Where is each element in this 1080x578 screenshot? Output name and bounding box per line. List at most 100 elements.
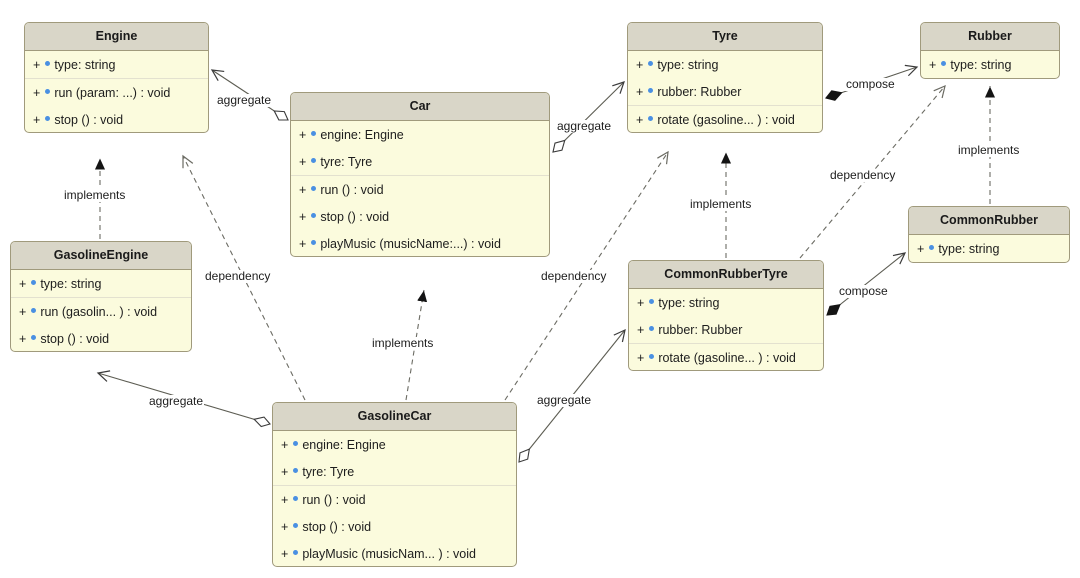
member-text: type: string bbox=[938, 241, 1000, 256]
attributes-section-engine: +type: string bbox=[25, 51, 208, 78]
relation-label-commonrubbertyre-tyre: implements bbox=[689, 197, 753, 211]
visibility-marker: + bbox=[637, 350, 645, 365]
relation-label-gasolinecar-engine: dependency bbox=[204, 269, 272, 283]
member-text: run () : void bbox=[320, 182, 384, 197]
member-text: playMusic (musicName:...) : void bbox=[320, 236, 501, 251]
member-row: +stop () : void bbox=[291, 203, 549, 230]
relation-label-car-engine: aggregate bbox=[216, 93, 273, 107]
operations-section-engine: + run (param: ...) : void +stop () : void bbox=[25, 78, 208, 132]
member-bullet-icon bbox=[45, 61, 51, 66]
member-row: + tyre: Tyre bbox=[273, 458, 516, 485]
uml-class-common-rubber-tyre[interactable]: CommonRubberTyre+type: string+rubber: Ru… bbox=[628, 260, 824, 371]
visibility-marker: + bbox=[281, 519, 289, 534]
member-row: +type: string bbox=[25, 51, 208, 78]
member-bullet-icon bbox=[649, 299, 655, 304]
member-bullet-icon bbox=[311, 213, 317, 218]
class-title-engine: Engine bbox=[25, 23, 208, 51]
relation-label-commonrubbertyre-commonrubber: compose bbox=[838, 284, 889, 298]
member-bullet-icon bbox=[31, 335, 37, 340]
visibility-marker: + bbox=[636, 112, 644, 127]
visibility-marker: + bbox=[636, 57, 644, 72]
visibility-marker: + bbox=[636, 84, 644, 99]
member-text: rubber: Rubber bbox=[657, 84, 742, 99]
member-bullet-icon bbox=[293, 441, 299, 446]
operations-section-gasoline-car: +run () : void+stop () : void+playMusic … bbox=[273, 485, 516, 566]
member-bullet-icon bbox=[929, 245, 935, 250]
member-bullet-icon bbox=[648, 88, 654, 93]
member-text: type: string bbox=[950, 57, 1012, 72]
relation-label-gasolinecar-commonrubbertyre: aggregate bbox=[536, 393, 593, 407]
visibility-marker: + bbox=[917, 241, 925, 256]
member-bullet-icon bbox=[649, 326, 655, 331]
member-row: +type: string bbox=[629, 289, 823, 316]
member-row: +rotate (gasoline... ) : void bbox=[629, 344, 823, 370]
member-text: run (param: ...) : void bbox=[54, 85, 171, 100]
uml-class-tyre[interactable]: Tyre+type: string+rubber: Rubber+rotate … bbox=[627, 22, 823, 133]
member-bullet-icon bbox=[31, 308, 37, 313]
class-title-gasoline-engine: GasolineEngine bbox=[11, 242, 191, 270]
member-bullet-icon bbox=[31, 280, 37, 285]
member-text: stop () : void bbox=[54, 112, 124, 127]
member-row: + type: string bbox=[628, 51, 822, 78]
member-row: +playMusic (musicName:...) : void bbox=[291, 230, 549, 256]
visibility-marker: + bbox=[281, 464, 289, 479]
relation-label-car-tyre: aggregate bbox=[556, 119, 613, 133]
member-text: type: string bbox=[658, 295, 720, 310]
relation-car-tyre-aggregate[interactable] bbox=[552, 81, 625, 153]
member-row: + rubber: Rubber bbox=[628, 78, 822, 105]
visibility-marker: + bbox=[299, 182, 307, 197]
member-row: + playMusic (musicNam... ) : void bbox=[273, 540, 516, 566]
member-text: type: string bbox=[40, 276, 102, 291]
member-text: rubber: Rubber bbox=[658, 322, 743, 337]
member-bullet-icon bbox=[45, 116, 51, 121]
member-row: + type: string bbox=[909, 235, 1069, 262]
member-text: tyre: Tyre bbox=[302, 464, 355, 479]
member-row: + run () : void bbox=[291, 176, 549, 203]
attributes-section-car: + engine: Engine + tyre: Tyre bbox=[291, 121, 549, 175]
member-row: +type: string bbox=[11, 270, 191, 297]
visibility-marker: + bbox=[33, 85, 41, 100]
member-text: run (gasolin... ) : void bbox=[40, 304, 158, 319]
visibility-marker: + bbox=[299, 127, 307, 142]
relation-label-commonrubber-rubber: implements bbox=[957, 143, 1021, 157]
member-text: engine: Engine bbox=[302, 437, 386, 452]
relation-commonrubbertyre-commonrubber-compose[interactable] bbox=[826, 252, 907, 316]
class-title-gasoline-car: GasolineCar bbox=[273, 403, 516, 431]
member-text: type: string bbox=[54, 57, 116, 72]
class-title-car: Car bbox=[291, 93, 549, 121]
member-row: +engine: Engine bbox=[273, 431, 516, 458]
uml-class-gasoline-car[interactable]: GasolineCar+engine: Engine+tyre: Tyre+ru… bbox=[272, 402, 517, 567]
attributes-section-common-rubber: + type: string bbox=[909, 235, 1069, 262]
attributes-section-gasoline-car: +engine: Engine + tyre: Tyre bbox=[273, 431, 516, 485]
member-bullet-icon bbox=[293, 523, 299, 528]
member-bullet-icon bbox=[293, 496, 299, 501]
uml-class-rubber[interactable]: Rubber+type: string bbox=[920, 22, 1060, 79]
member-bullet-icon bbox=[311, 131, 317, 136]
member-text: type: string bbox=[657, 57, 719, 72]
visibility-marker: + bbox=[299, 154, 307, 169]
member-text: stop () : void bbox=[320, 209, 390, 224]
member-text: run () : void bbox=[302, 492, 366, 507]
uml-class-gasoline-engine[interactable]: GasolineEngine+type: string + run (gasolin… bbox=[10, 241, 192, 352]
member-text: playMusic (musicNam... ) : void bbox=[302, 546, 476, 561]
member-row: +stop () : void bbox=[25, 106, 208, 132]
class-title-common-rubber: CommonRubber bbox=[909, 207, 1069, 235]
operations-section-common-rubber-tyre: +rotate (gasoline... ) : void bbox=[629, 343, 823, 370]
visibility-marker: + bbox=[281, 492, 289, 507]
member-bullet-icon bbox=[311, 158, 317, 163]
attributes-section-tyre: + type: string + rubber: Rubber bbox=[628, 51, 822, 105]
visibility-marker: + bbox=[19, 304, 27, 319]
uml-class-engine[interactable]: Engine+type: string + run (param: ...) : v… bbox=[24, 22, 209, 133]
member-row: + run (param: ...) : void bbox=[25, 79, 208, 106]
member-text: tyre: Tyre bbox=[320, 154, 373, 169]
member-text: stop () : void bbox=[40, 331, 110, 346]
class-title-tyre: Tyre bbox=[628, 23, 822, 51]
attributes-section-gasoline-engine: +type: string bbox=[11, 270, 191, 297]
uml-class-common-rubber[interactable]: CommonRubber + type: string bbox=[908, 206, 1070, 263]
uml-class-car[interactable]: Car + engine: Engine + tyre: Tyre + run () : v… bbox=[290, 92, 550, 257]
member-bullet-icon bbox=[649, 354, 655, 359]
visibility-marker: + bbox=[281, 546, 289, 561]
member-bullet-icon bbox=[293, 468, 299, 473]
member-text: engine: Engine bbox=[320, 127, 404, 142]
operations-section-car: + run () : void +stop () : void+playMusic … bbox=[291, 175, 549, 256]
